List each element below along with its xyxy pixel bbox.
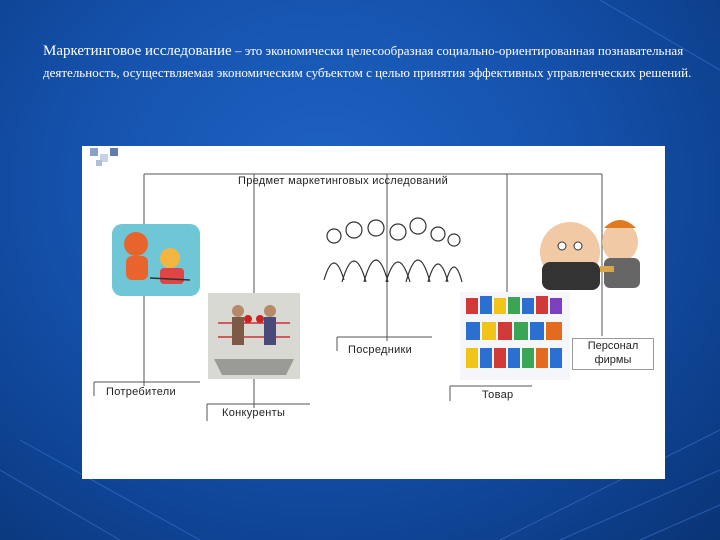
employees-cartoon-icon: [540, 220, 640, 290]
term: Маркетинговое исследование: [43, 43, 232, 59]
cartoon-customer-icon: [112, 224, 200, 296]
node-goods: Товар: [482, 389, 514, 401]
product-shelf-icon: [460, 292, 570, 380]
node-personnel-line1: Персонал: [587, 340, 639, 352]
node-consumers: Потребители: [106, 386, 176, 398]
slide-title: Маркетинговое исследование – это экономи…: [43, 40, 693, 83]
node-intermediaries: Посредники: [348, 344, 413, 356]
corner-squares: [90, 148, 118, 166]
boxing-ring-icon: [208, 293, 300, 379]
crowd-sketch-icon: [323, 217, 463, 283]
node-competitors: Конкуренты: [222, 407, 286, 419]
node-personnel-line2: фирмы: [594, 354, 632, 366]
definition: – это экономически целесообразная социал…: [43, 43, 692, 80]
connector-lines: [90, 148, 603, 421]
node-personnel: Персонал фирмы: [572, 338, 654, 370]
diagram-heading: Предмет маркетинговых исследований: [238, 175, 449, 187]
diagram-panel: Предмет маркетинговых исследований: [82, 146, 665, 479]
